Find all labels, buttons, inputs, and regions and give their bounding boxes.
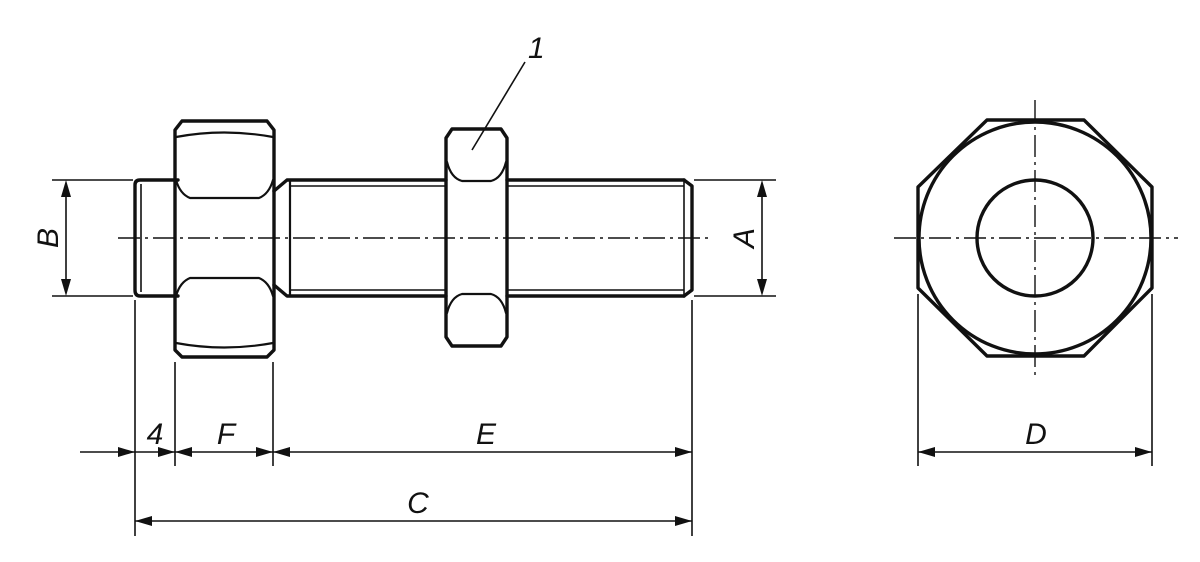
hex-head bbox=[173, 119, 276, 359]
jam-nut bbox=[444, 127, 509, 348]
dimension-c: C bbox=[135, 487, 692, 526]
dimension-d: D bbox=[917, 294, 1153, 466]
dimension-b: B bbox=[32, 179, 133, 297]
dim-d-label: D bbox=[1025, 418, 1047, 451]
dim-f-label: F bbox=[217, 418, 237, 451]
hex-outline bbox=[916, 118, 1154, 358]
side-view: 1 B A bbox=[32, 32, 776, 536]
dimension-row-4-f-e: 4 F E bbox=[80, 418, 692, 457]
callout-1-label: 1 bbox=[528, 32, 545, 65]
dim-b-label: B bbox=[32, 228, 65, 248]
dim-c-label: C bbox=[407, 487, 429, 520]
end-view: D bbox=[894, 100, 1178, 466]
dim-e-label: E bbox=[476, 418, 497, 451]
dim-4-label: 4 bbox=[147, 418, 164, 451]
extension-lines bbox=[134, 300, 693, 536]
callout-leader bbox=[471, 61, 526, 151]
dim-a-label: A bbox=[728, 228, 761, 250]
dimension-a: A bbox=[694, 179, 776, 297]
